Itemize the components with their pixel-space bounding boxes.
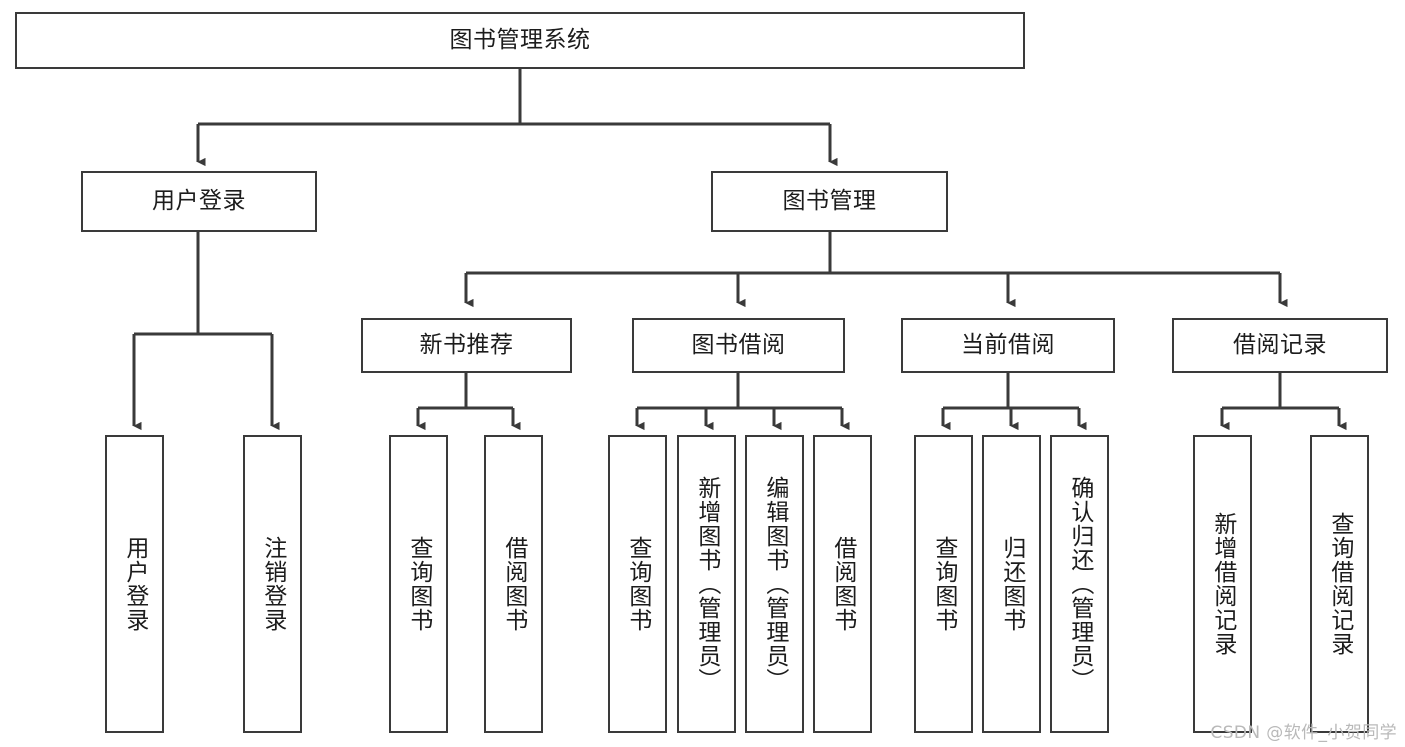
node-new-book-rec[interactable]: 新书推荐 <box>361 318 572 373</box>
node-book-borrow[interactable]: 图书借阅 <box>632 318 845 373</box>
node-leaf-confirm-return[interactable]: 确认归还（管理员） <box>1050 435 1109 733</box>
node-leaf-add-borrow-record-label: 新增借阅记录 <box>1209 512 1236 656</box>
node-leaf-confirm-return-label: 确认归还（管理员） <box>1066 476 1093 692</box>
node-leaf-add-book-label: 新增图书（管理员） <box>693 476 720 692</box>
node-leaf-borrow-book[interactable]: 借阅图书 <box>813 435 872 733</box>
node-root-label: 图书管理系统 <box>449 26 591 53</box>
node-leaf-borrow-book-rec[interactable]: 借阅图书 <box>484 435 543 733</box>
node-leaf-query-book-label: 查询图书 <box>624 536 651 632</box>
node-current-borrow-label: 当前借阅 <box>961 331 1055 358</box>
node-leaf-edit-book[interactable]: 编辑图书（管理员） <box>745 435 804 733</box>
node-root[interactable]: 图书管理系统 <box>15 12 1025 69</box>
node-leaf-add-book[interactable]: 新增图书（管理员） <box>677 435 736 733</box>
node-book-mgmt-label: 图书管理 <box>782 187 877 214</box>
node-leaf-query-book-current[interactable]: 查询图书 <box>914 435 973 733</box>
node-leaf-add-borrow-record[interactable]: 新增借阅记录 <box>1193 435 1252 733</box>
node-leaf-user-login-label: 用户登录 <box>121 536 148 632</box>
node-leaf-query-borrow-record[interactable]: 查询借阅记录 <box>1310 435 1369 733</box>
node-leaf-return-book-label: 归还图书 <box>998 536 1025 632</box>
node-current-borrow[interactable]: 当前借阅 <box>901 318 1115 373</box>
node-book-mgmt[interactable]: 图书管理 <box>711 171 948 232</box>
node-leaf-user-login[interactable]: 用户登录 <box>105 435 164 733</box>
node-leaf-logout-label: 注销登录 <box>259 536 286 632</box>
node-new-book-rec-label: 新书推荐 <box>419 331 514 358</box>
node-leaf-query-book[interactable]: 查询图书 <box>608 435 667 733</box>
node-leaf-query-borrow-record-label: 查询借阅记录 <box>1326 512 1353 656</box>
node-leaf-return-book[interactable]: 归还图书 <box>982 435 1041 733</box>
node-leaf-query-book-current-label: 查询图书 <box>930 536 957 632</box>
node-user-login-label: 用户登录 <box>152 187 246 214</box>
node-borrow-record[interactable]: 借阅记录 <box>1172 318 1388 373</box>
node-borrow-record-label: 借阅记录 <box>1233 331 1327 358</box>
node-leaf-borrow-book-label: 借阅图书 <box>829 536 856 632</box>
node-leaf-query-book-rec-label: 查询图书 <box>405 536 432 632</box>
node-leaf-borrow-book-rec-label: 借阅图书 <box>500 536 527 632</box>
node-leaf-query-book-rec[interactable]: 查询图书 <box>389 435 448 733</box>
node-book-borrow-label: 图书借阅 <box>691 331 786 358</box>
node-leaf-logout[interactable]: 注销登录 <box>243 435 302 733</box>
node-leaf-edit-book-label: 编辑图书（管理员） <box>761 476 788 692</box>
node-user-login[interactable]: 用户登录 <box>81 171 317 232</box>
